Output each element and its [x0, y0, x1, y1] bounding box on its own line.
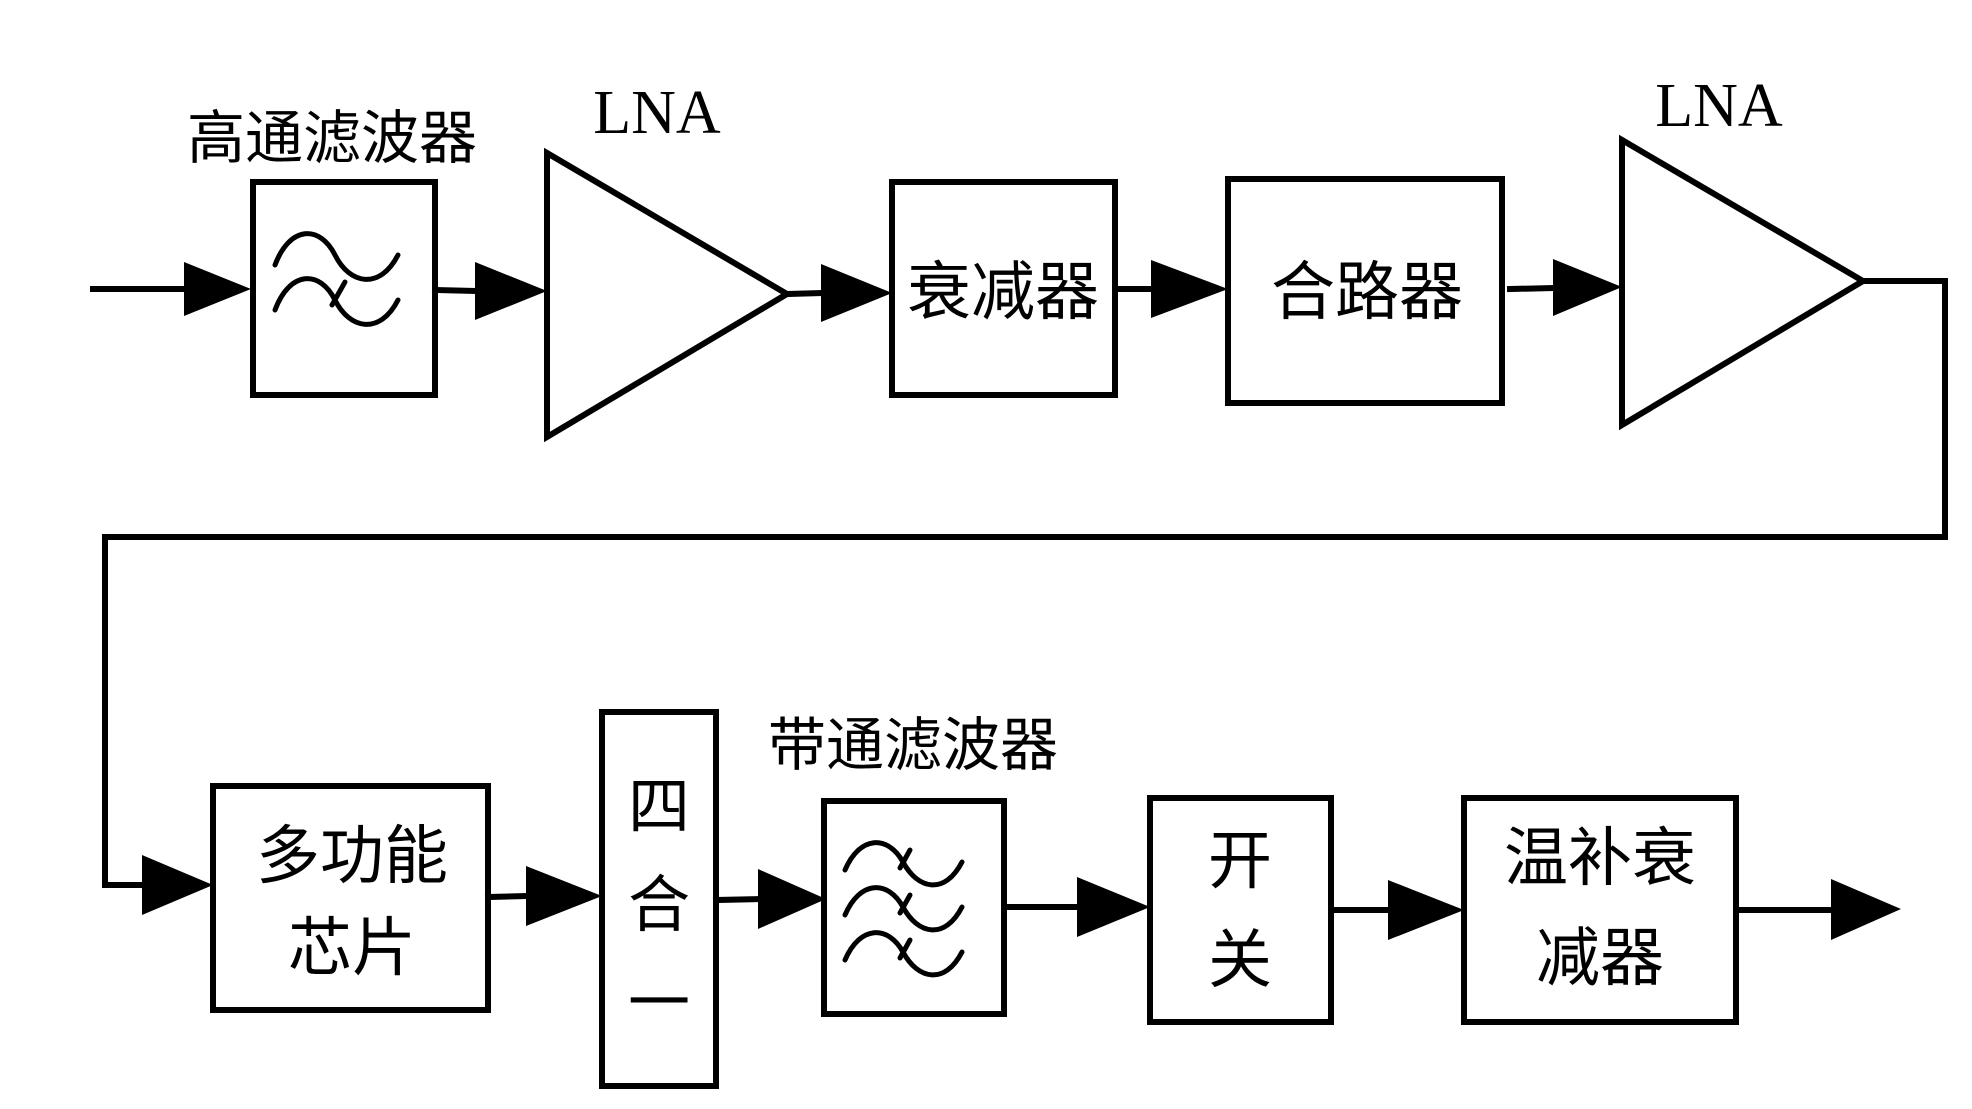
arrow-fourinone-bpf: [758, 869, 826, 929]
multifunction-chip-box: [210, 783, 491, 1013]
wire-multifunction-fourinone: [484, 892, 533, 901]
switch-label-line1: 开: [1208, 825, 1272, 899]
lna2-label: LNA: [1655, 72, 1783, 140]
attenuator-label: 衰减器: [907, 256, 1099, 330]
wire-combiner-lna2: [1506, 284, 1560, 293]
high-pass-filter-label: 高通滤波器: [187, 104, 477, 172]
multifunction-chip-block: 多功能 芯片: [210, 783, 491, 1013]
switch-block: 开 关: [1147, 795, 1334, 1025]
wrap-around-wire: [102, 278, 1948, 888]
output-arrow: [1831, 879, 1901, 940]
band-pass-filter-label: 带通滤波器: [768, 711, 1058, 779]
attenuator-block: 衰减器: [889, 179, 1118, 398]
high-pass-filter-icon: [272, 231, 401, 327]
arrow-hpf-lna1: [475, 262, 547, 320]
combiner-block: 合路器: [1225, 176, 1505, 406]
wire-hpf-lna1: [431, 286, 482, 295]
four-to-one-block: 四 合 一: [599, 709, 719, 1089]
high-pass-filter-block: 高通滤波器: [187, 104, 477, 398]
lna1-amplifier-icon: [544, 147, 793, 443]
multifunction-chip-label-line2: 芯片: [288, 912, 416, 986]
temp-comp-attenuator-label-line2: 减器: [1536, 922, 1664, 996]
four-to-one-char-3: 一: [628, 966, 690, 1039]
arrow-bpf-switch: [1077, 877, 1150, 937]
temp-comp-attenuator-block: 温补衰 减器: [1461, 795, 1739, 1025]
lna2-amplifier-icon: [1619, 134, 1869, 431]
switch-label-line2: 关: [1208, 924, 1272, 998]
band-pass-filter-box: [821, 798, 1007, 1017]
band-pass-filter-icon: [842, 840, 965, 978]
attenuator-box: [889, 179, 1118, 398]
four-to-one-box: [599, 709, 719, 1089]
combiner-box: [1225, 176, 1505, 406]
lna1-block: LNA: [544, 79, 793, 443]
arrow-combiner-lna2: [1553, 259, 1622, 316]
arrow-switch-tempcomp: [1388, 880, 1464, 940]
arrow-lna1-attenuator: [821, 264, 892, 322]
arrow-multifunction-fourinone: [526, 866, 602, 926]
wire-lna1-attenuator: [783, 289, 828, 298]
wire-fourinone-bpf: [712, 895, 765, 904]
multifunction-chip-label-line1: 多功能: [256, 820, 448, 894]
temp-comp-attenuator-label-line1: 温补衰: [1504, 822, 1696, 896]
four-to-one-char-1: 四: [628, 770, 690, 843]
lna2-block: LNA: [1619, 72, 1869, 431]
combiner-label: 合路器: [1271, 256, 1463, 330]
input-arrow: [184, 262, 251, 316]
lna1-label: LNA: [593, 79, 721, 147]
temp-comp-attenuator-box: [1461, 795, 1739, 1025]
arrow-attenuator-combiner: [1151, 260, 1228, 318]
switch-box: [1147, 795, 1334, 1025]
arrow-into-multifunction-chip: [142, 855, 213, 915]
band-pass-filter-block: 带通滤波器: [768, 711, 1058, 1017]
four-to-one-char-2: 合: [628, 868, 690, 941]
